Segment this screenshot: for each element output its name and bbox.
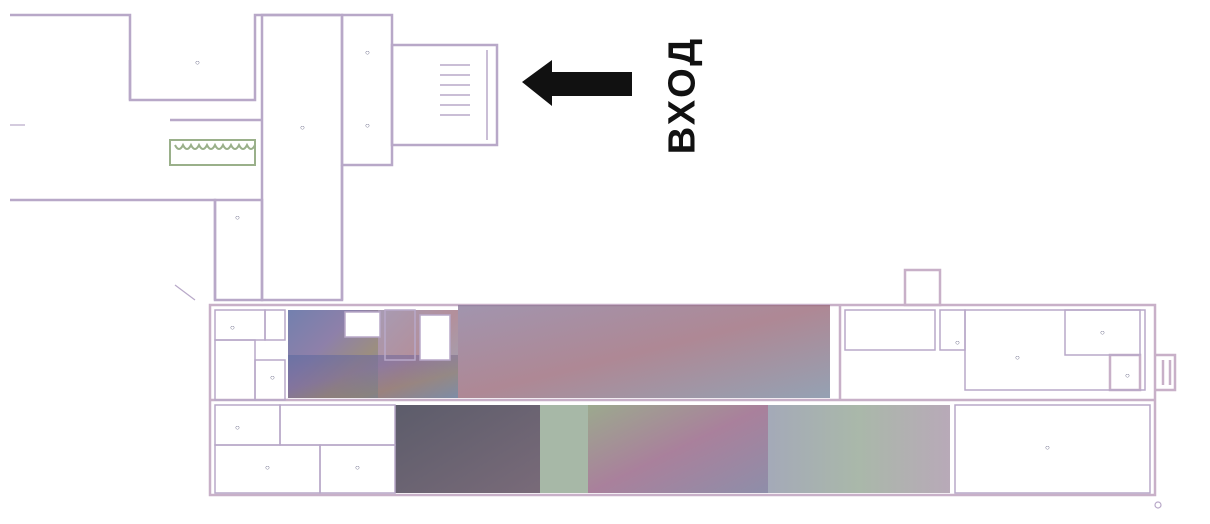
svg-text:○: ○ bbox=[230, 323, 235, 332]
svg-text:○: ○ bbox=[365, 48, 370, 57]
entrance-stair bbox=[440, 50, 488, 140]
hall-lower-1 bbox=[395, 405, 540, 493]
small-rooms bbox=[214, 309, 1151, 494]
hall-upper-4 bbox=[288, 355, 458, 398]
svg-text:○: ○ bbox=[1100, 328, 1105, 337]
entrance-label: ВХОД bbox=[661, 35, 704, 155]
svg-text:○: ○ bbox=[300, 123, 305, 132]
svg-text:○: ○ bbox=[1125, 371, 1130, 380]
hall-upper-3 bbox=[458, 305, 830, 398]
svg-text:○: ○ bbox=[955, 338, 960, 347]
outdoor-lines bbox=[10, 124, 1162, 509]
svg-text:○: ○ bbox=[1045, 443, 1050, 452]
staircase bbox=[169, 139, 256, 166]
svg-text:○: ○ bbox=[270, 373, 275, 382]
hall-lower-2 bbox=[540, 405, 588, 493]
svg-text:○: ○ bbox=[265, 463, 270, 472]
hall-lower-4 bbox=[768, 405, 950, 493]
svg-text:○: ○ bbox=[1015, 353, 1020, 362]
svg-text:○: ○ bbox=[355, 463, 360, 472]
svg-text:○: ○ bbox=[235, 423, 240, 432]
svg-text:○: ○ bbox=[235, 213, 240, 222]
entrance-arrow-icon bbox=[522, 60, 632, 106]
hall-lower-3 bbox=[588, 405, 768, 493]
svg-text:○: ○ bbox=[365, 121, 370, 130]
upper-wing bbox=[10, 13, 499, 302]
svg-text:○: ○ bbox=[195, 58, 200, 67]
room-markers: ○ ○ ○ ○ ○ ○ ○ ○ ○ ○ ○ ○ ○ ○ ○ bbox=[195, 48, 1130, 472]
